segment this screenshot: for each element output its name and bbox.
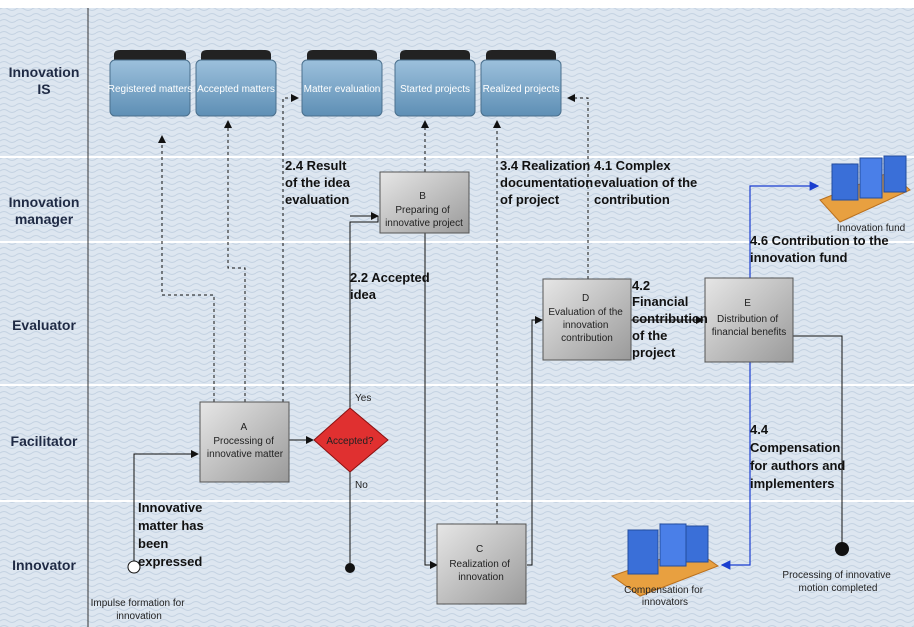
database-realized-projects: Realized projects xyxy=(480,50,562,117)
compensation-label: Compensation for innovators xyxy=(624,585,706,608)
data-flows xyxy=(158,94,589,524)
database-matter-evaluation: Matter evaluation xyxy=(301,50,383,117)
annotation-3-4: 3.4 Realization documentation of project xyxy=(500,158,597,207)
svg-text:E Distribution of: E Distribution of financial benefits xyxy=(712,298,787,338)
end-label: Processing of innovative motion complete… xyxy=(782,570,893,594)
svg-text:D Evaluation of the: D Evaluation of the innovation contribut… xyxy=(548,293,625,344)
end-event xyxy=(835,542,849,556)
rejected-end-event xyxy=(345,563,355,573)
annotation-4-4: 4.4 Compensation for authors and impleme… xyxy=(750,422,849,491)
process-box-b[interactable]: B Preparing of innovative project xyxy=(379,171,470,234)
database-label: Realized projects xyxy=(483,84,560,95)
decision-yes-label: Yes xyxy=(355,393,371,404)
lane-label-innovator: Innovator xyxy=(12,557,76,573)
annotation-4-2: 4.2 Financial contribution of the projec… xyxy=(632,278,711,360)
svg-text:C Realization of i: C Realization of innovation xyxy=(449,544,512,583)
lane-label-facilitator: Facilitator xyxy=(11,433,78,449)
annotation-4-1: 4.1 Complex evaluation of the contributi… xyxy=(594,158,701,207)
database-accepted-matters: Accepted matters xyxy=(195,50,277,117)
database-label: Started projects xyxy=(400,84,470,95)
decision-label: Accepted? xyxy=(326,436,374,447)
lane-label-evaluator: Evaluator xyxy=(12,317,76,333)
database-started-projects: Started projects xyxy=(394,50,476,117)
compensation-icon xyxy=(610,523,720,597)
start-label: Impulse formation for innovation xyxy=(91,598,188,622)
annotation-innovative-matter: Innovative matter has been expressed xyxy=(138,500,207,569)
svg-text:B Preparing of inn: B Preparing of innovative project xyxy=(385,191,463,229)
start-event xyxy=(127,560,141,574)
annotation-2-4: 2.4 Result of the idea evaluation xyxy=(285,158,354,207)
svg-text:A Processing of in: A Processing of innovative matter xyxy=(207,422,284,460)
annotation-2-2: 2.2 Accepted idea xyxy=(350,270,433,302)
process-box-a[interactable]: A Processing of innovative matter xyxy=(199,401,290,483)
database-registered-matters: Registered matters xyxy=(108,50,192,117)
process-box-c[interactable]: C Realization of innovation xyxy=(436,523,527,605)
innovation-fund-label: Innovation fund xyxy=(837,223,905,234)
annotation-4-6: 4.6 Contribution to the innovation fund xyxy=(750,233,892,265)
database-label: Registered matters xyxy=(108,84,192,95)
process-box-e[interactable]: E Distribution of financial benefits xyxy=(704,277,794,363)
decision-no-label: No xyxy=(355,480,368,491)
database-label: Accepted matters xyxy=(197,84,275,95)
innovation-fund-icon xyxy=(819,155,911,223)
database-label: Matter evaluation xyxy=(304,84,381,95)
decision-accepted[interactable]: Accepted? xyxy=(313,407,389,473)
blue-flows xyxy=(720,181,820,570)
control-flows xyxy=(133,212,843,569)
process-box-d[interactable]: D Evaluation of the innovation contribut… xyxy=(542,278,632,361)
